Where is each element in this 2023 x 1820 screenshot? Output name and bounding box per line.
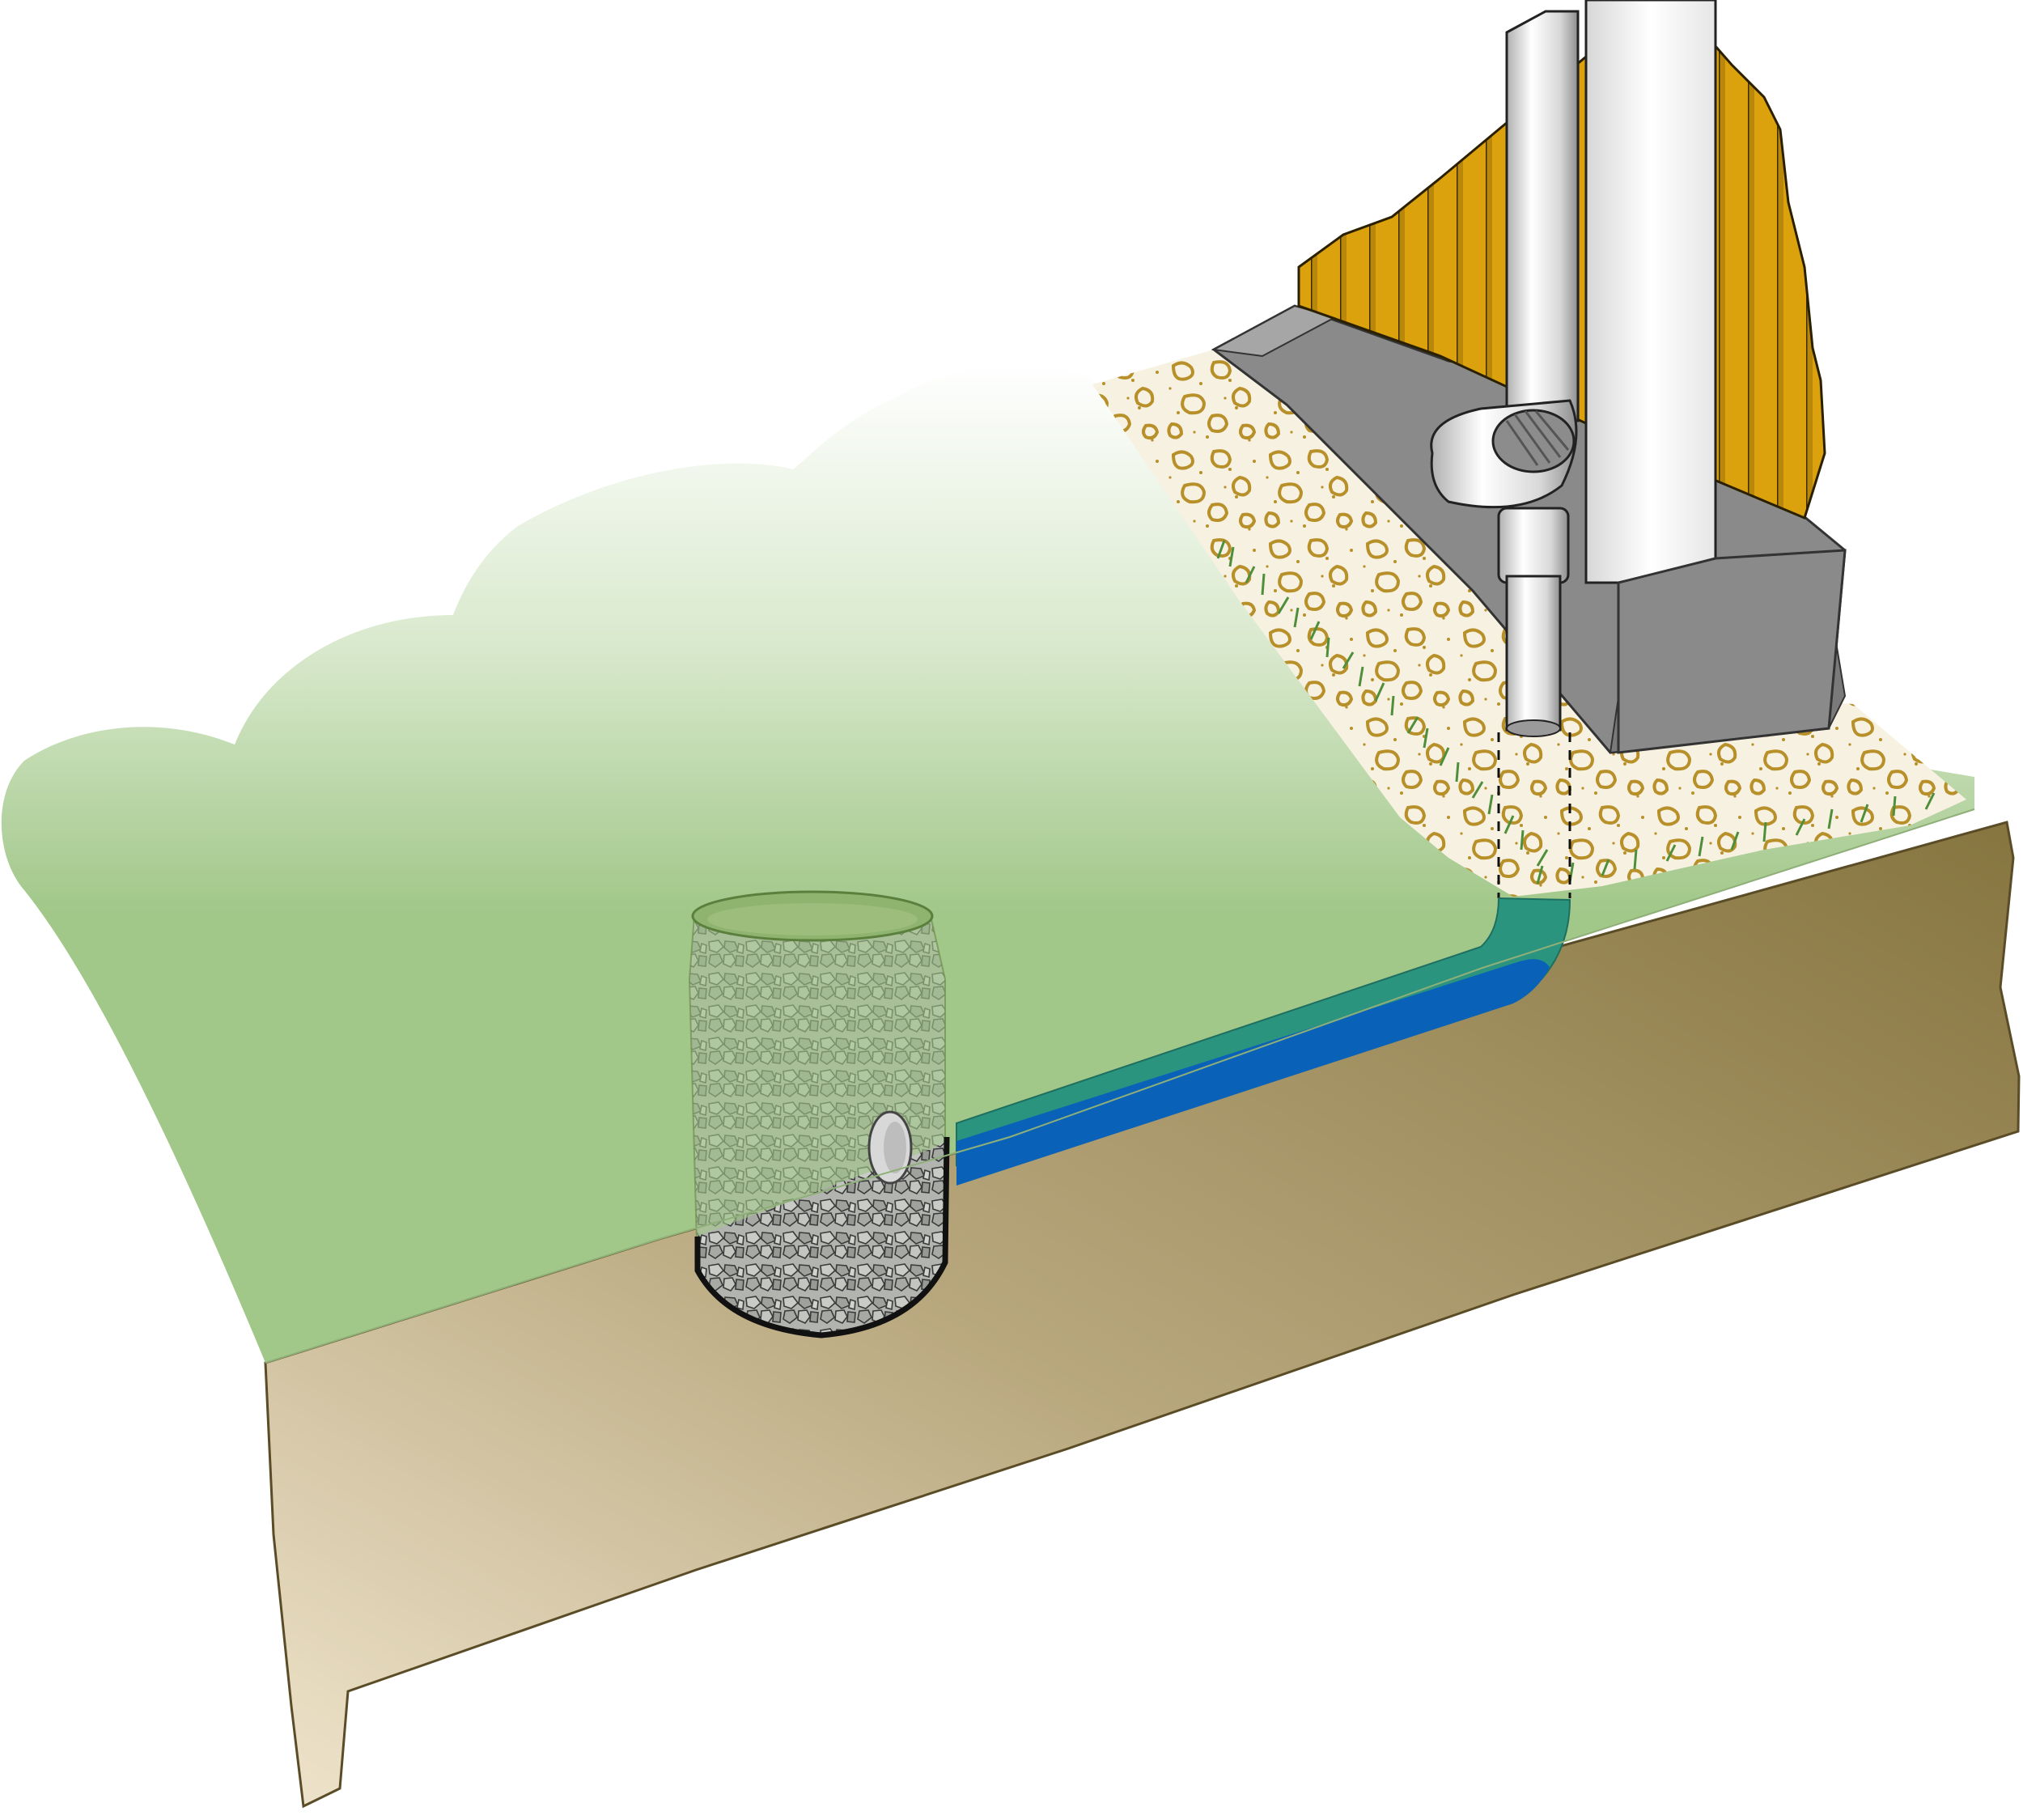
lawn-edge (265, 808, 1975, 1364)
dry-well (688, 890, 950, 1338)
gravel-bed (1092, 350, 1966, 897)
lawn-surface (1, 365, 1975, 1363)
downspout-upper (1505, 10, 1580, 422)
corner-post-side (1617, 549, 1847, 754)
grass-edge (1216, 540, 1936, 885)
corner-post (1584, 0, 1717, 584)
downspout-lower (1505, 575, 1562, 732)
dry-well-outline (694, 1136, 950, 1338)
buried-pipe-underside (956, 959, 1550, 1186)
downspout-collar (1497, 507, 1570, 584)
